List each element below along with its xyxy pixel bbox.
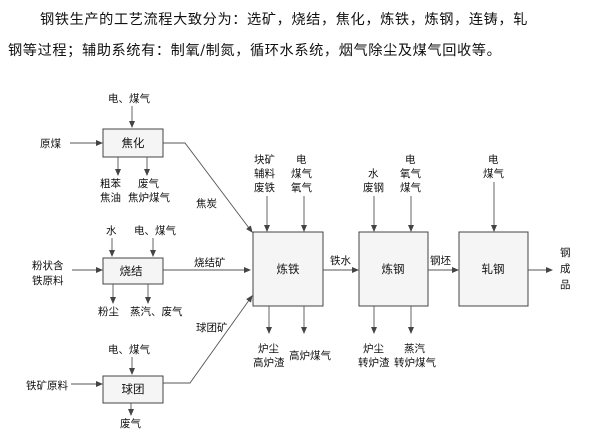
- coking-input-raw-coal: 原煤: [40, 137, 61, 150]
- coking-label: 焦化: [122, 136, 145, 150]
- coking-output-coke-oven-gas: 焦炉煤气: [128, 191, 170, 204]
- iron-input-gas: 煤气: [291, 167, 312, 180]
- final-product-char-3: 品: [560, 279, 571, 291]
- pellet-label: 球团: [122, 382, 145, 396]
- intro-line-1: 钢铁生产的工艺流程大致分为：选矿，烧结，焦化，炼铁，炼钢，连铸，轧: [40, 12, 528, 28]
- iron-input-flux: 辅料: [254, 167, 275, 180]
- steelmaking-label: 炼钢: [382, 262, 405, 276]
- flow-label-billet: 钢坯: [430, 254, 451, 267]
- rolling-box: [458, 231, 529, 307]
- steel-output-converter-slag: 转炉渣: [358, 356, 390, 369]
- ironmaking-label: 炼铁: [277, 262, 300, 276]
- steel-output-dust: 炉尘: [363, 343, 384, 355]
- pellet-input-iron-ore: 铁矿原料: [26, 379, 68, 392]
- iron-input-power: 电: [296, 153, 307, 166]
- coking-output-tar: 焦油: [100, 191, 121, 204]
- sinter-input-powder-2: 铁原料: [32, 274, 64, 287]
- steel-input-oxygen: 氧气: [400, 167, 421, 180]
- iron-input-lump-ore: 块矿: [254, 153, 275, 166]
- iron-input-scrap-iron: 废铁: [254, 181, 275, 194]
- steel-input-water: 水: [368, 168, 379, 180]
- flow-label-sinter: 烧结矿: [194, 256, 226, 269]
- final-product-char-1: 钢: [560, 246, 571, 259]
- intro-line-2: 钢等过程；辅助系统有：制氧/制氮，循环水系统，烟气除尘及煤气回收等。: [8, 43, 502, 59]
- final-product-char-2: 成: [560, 263, 571, 275]
- sinter-output-dust: 粉尘: [98, 305, 119, 318]
- ironmaking-box: [252, 231, 324, 307]
- steel-output-converter-gas: 转炉煤气: [394, 356, 436, 369]
- pellet-output-exhaust: 废气: [120, 417, 141, 430]
- sintering-box: [102, 257, 164, 285]
- pellet-flow-line: [163, 295, 253, 384]
- coking-output-crude-benzene: 粗苯: [100, 177, 121, 190]
- rolling-label: 轧钢: [482, 262, 505, 276]
- iron-input-oxygen: 氧气: [291, 181, 312, 194]
- sinter-input-power-gas: 电、煤气: [134, 224, 176, 237]
- iron-output-dust: 炉尘: [258, 343, 279, 355]
- coking-output-exhaust: 废气: [138, 177, 159, 190]
- sinter-output-steam-exhaust: 蒸汽、废气: [130, 305, 183, 318]
- sinter-input-water: 水: [106, 225, 117, 237]
- pellet-input-power-gas: 电、煤气: [108, 343, 150, 356]
- coke-flow-line: [163, 142, 253, 233]
- steel-input-gas: 煤气: [400, 181, 421, 194]
- iron-output-bf-gas: 高炉煤气: [289, 349, 331, 362]
- steelmaking-box: [358, 231, 429, 307]
- flow-label-hot-metal: 铁水: [330, 254, 351, 267]
- iron-output-bf-slag: 高炉渣: [253, 356, 285, 369]
- roll-input-power: 电: [488, 153, 499, 166]
- steel-input-power: 电: [405, 153, 416, 166]
- flow-label-pellet: 球团矿: [196, 321, 228, 334]
- coking-box: [102, 128, 164, 158]
- coking-input-power-gas: 电、煤气: [108, 92, 150, 105]
- sinter-input-powder-1: 粉状含: [32, 259, 64, 272]
- pellet-box: [102, 375, 164, 404]
- roll-input-gas: 煤气: [483, 167, 504, 180]
- steel-input-scrap-steel: 废钢: [363, 181, 384, 194]
- sintering-label: 烧结: [120, 264, 143, 278]
- steel-output-steam: 蒸汽: [404, 342, 425, 355]
- flow-label-coke: 焦炭: [196, 197, 217, 210]
